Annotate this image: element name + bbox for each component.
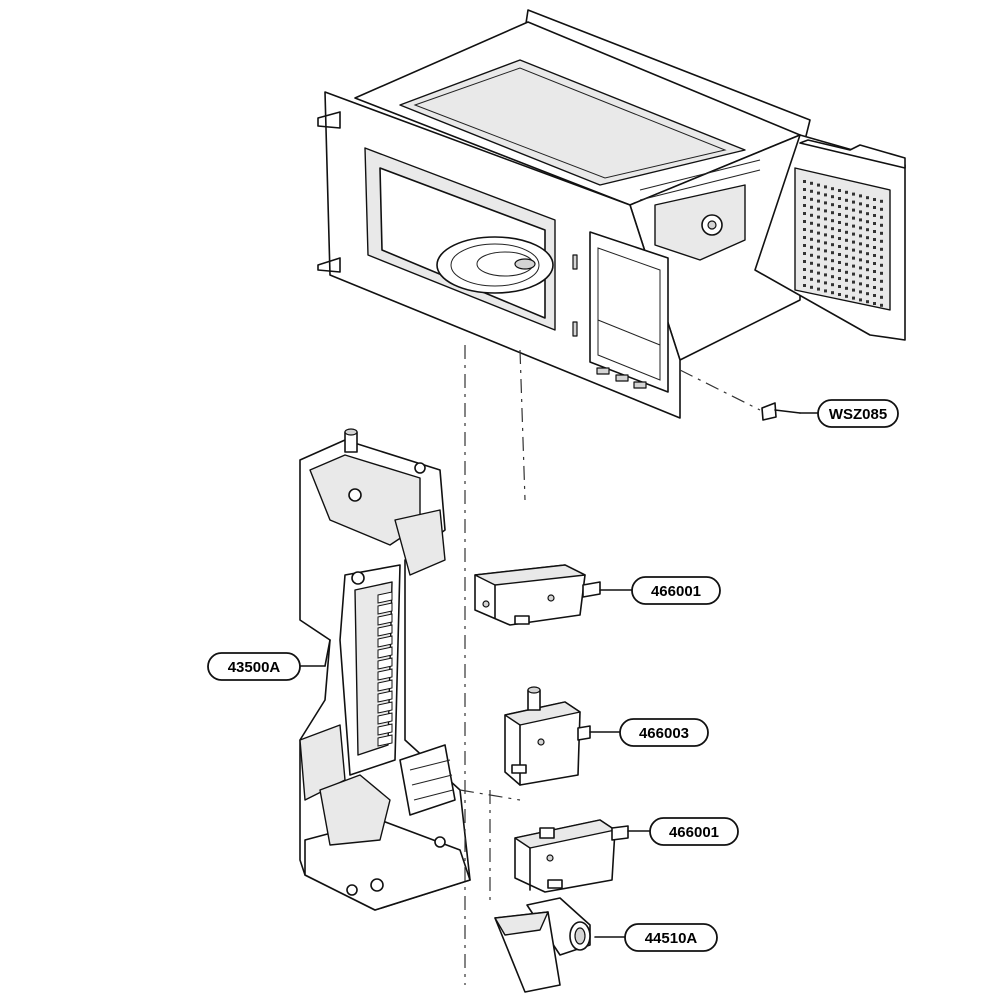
- callout-label: 466001: [651, 583, 701, 600]
- latch-teeth: [377, 591, 393, 747]
- callout-43500a: 43500A: [207, 652, 301, 681]
- callout-44510a: 44510A: [624, 923, 718, 952]
- microwave-cavity-assembly: [317, 9, 906, 419]
- callout-label: 466001: [669, 824, 719, 841]
- door-switch-bottom-part: [514, 819, 629, 893]
- callout-wsz085: WSZ085: [817, 399, 899, 428]
- lever-part: [494, 897, 591, 993]
- screw-part: [679, 369, 801, 421]
- assembly-guide-lines: [459, 345, 526, 985]
- callout-label: WSZ085: [829, 406, 887, 423]
- callout-label: 44510A: [645, 930, 698, 947]
- callout-466003: 466003: [619, 718, 709, 747]
- callout-label: 466003: [639, 725, 689, 742]
- door-switch-middle-part: [504, 686, 591, 786]
- callout-466001-bottom: 466001: [649, 817, 739, 846]
- callout-label: 43500A: [228, 659, 281, 676]
- vent-hole-pattern: [803, 180, 883, 307]
- callout-466001-top: 466001: [631, 576, 721, 605]
- latch-board-part: [299, 428, 471, 911]
- door-switch-top-part: [474, 564, 601, 626]
- leader-lines: [299, 412, 819, 938]
